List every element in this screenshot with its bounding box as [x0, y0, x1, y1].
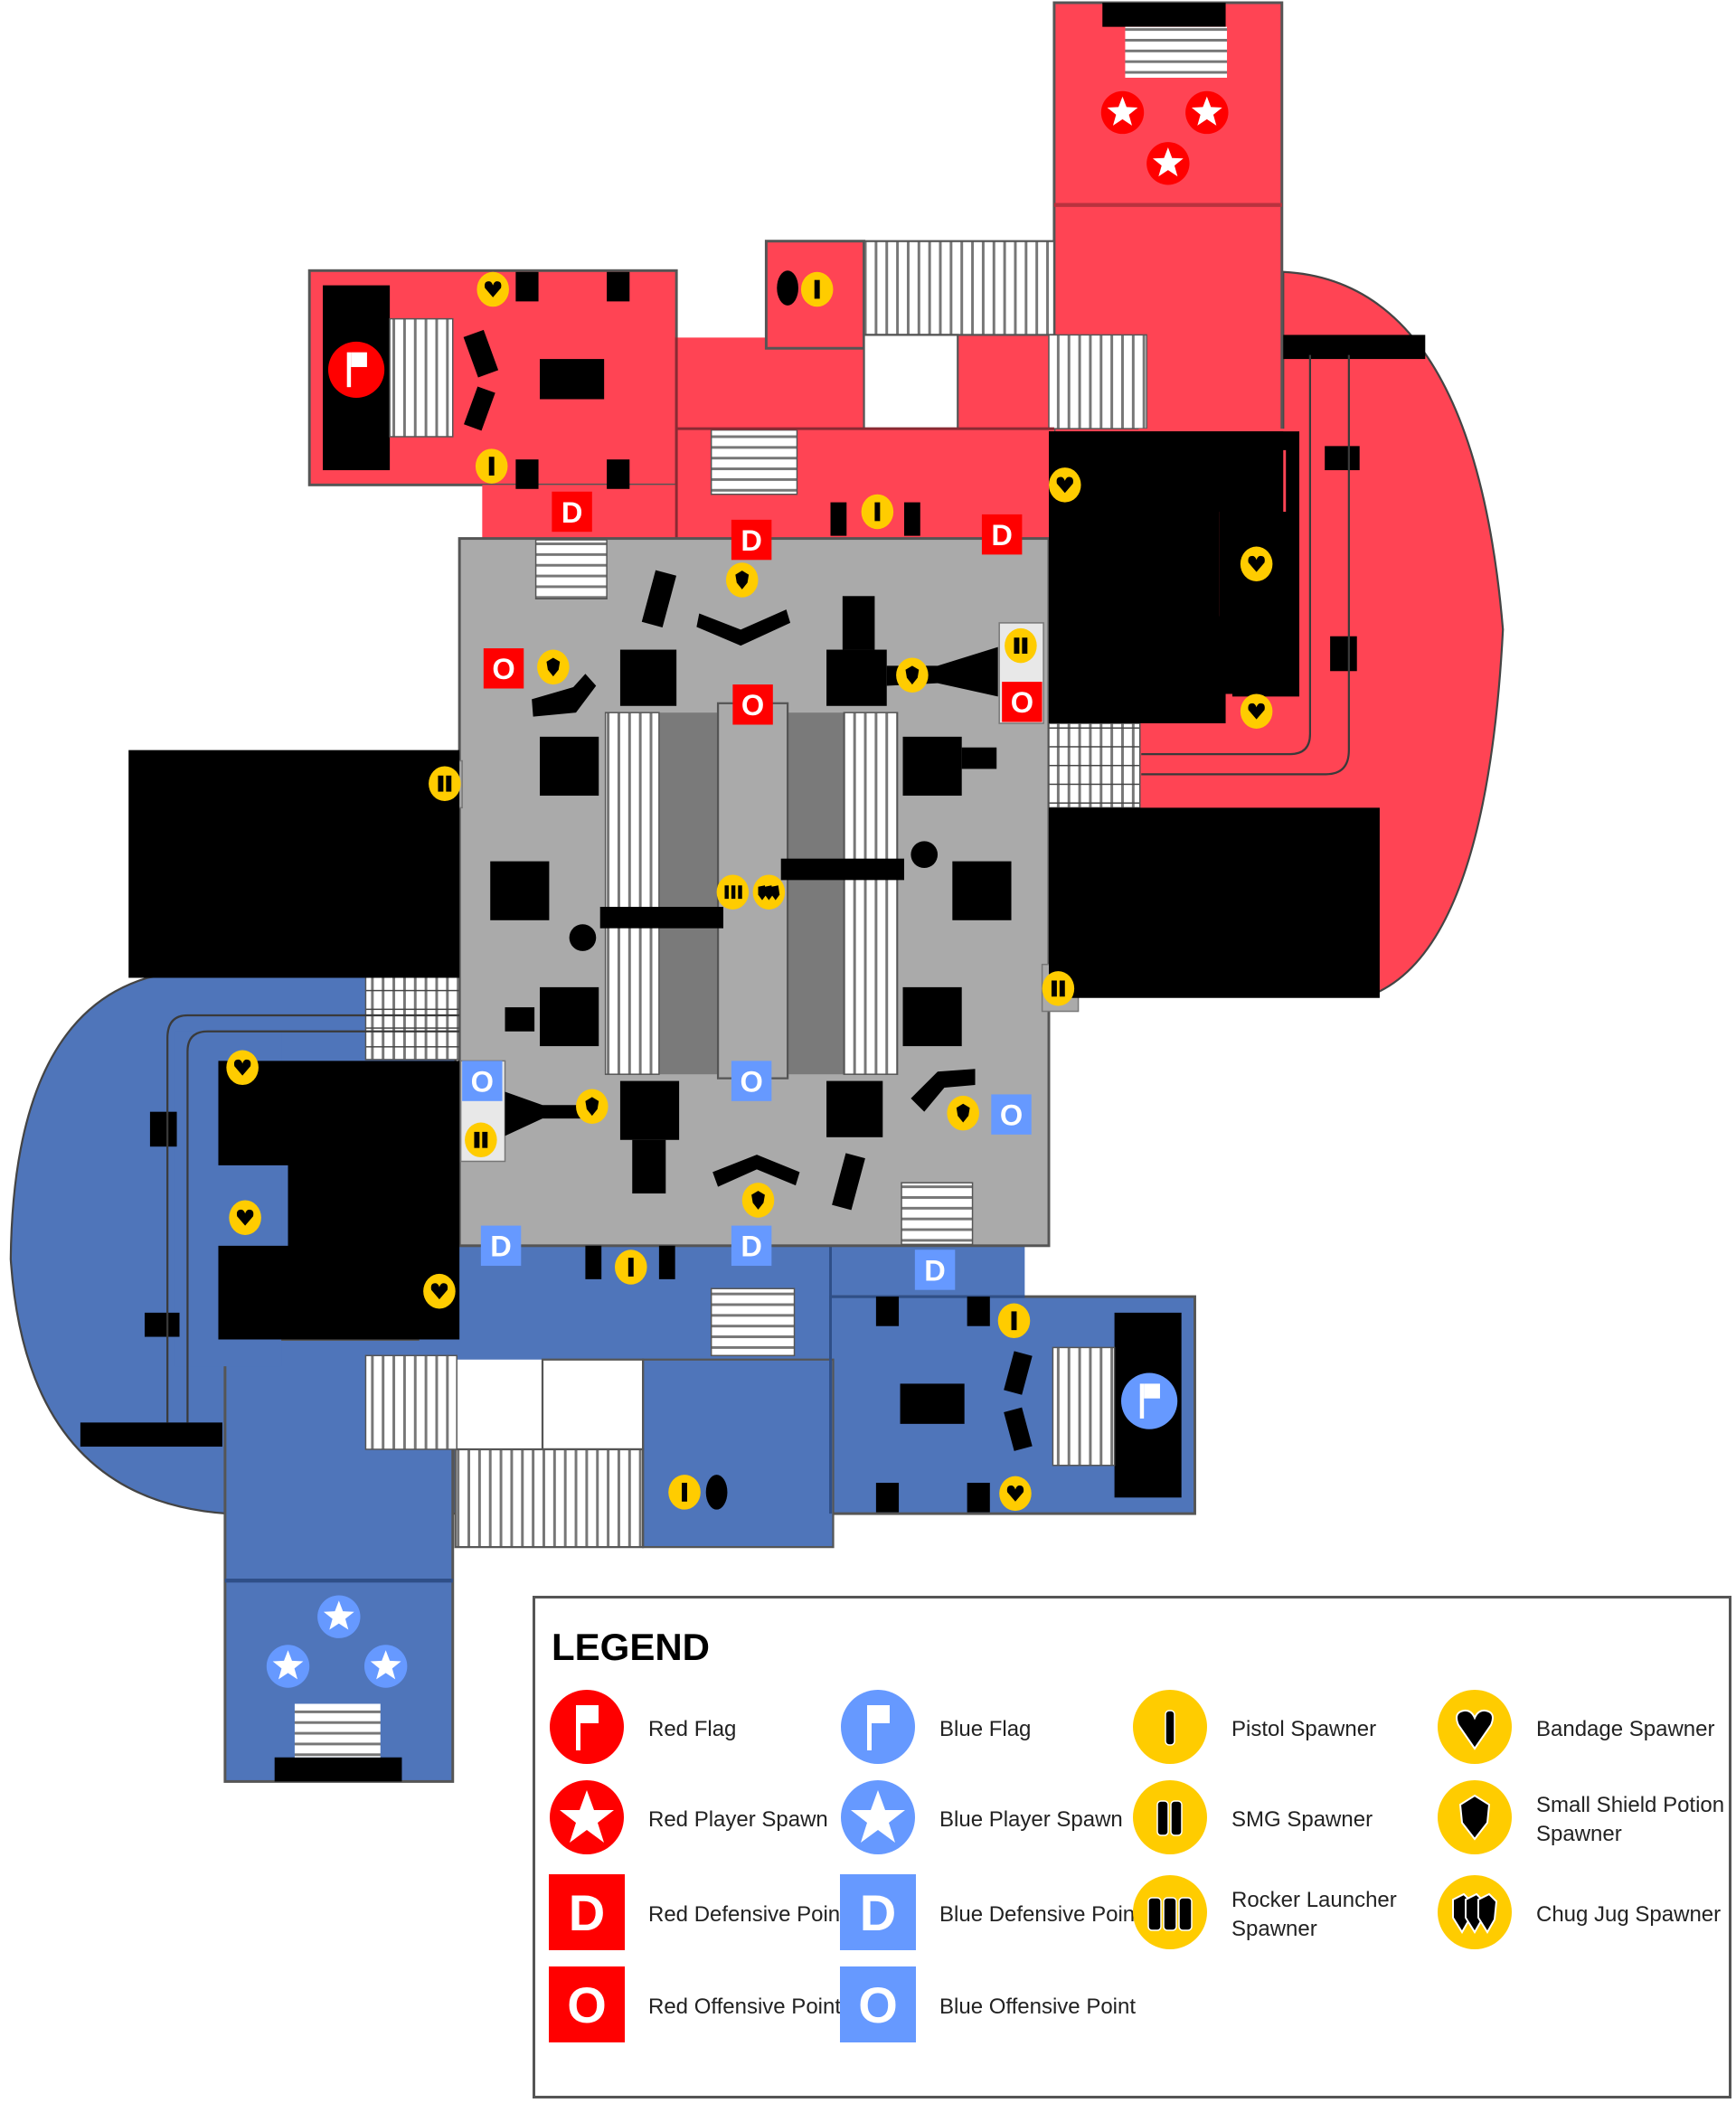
- blue-offensive-point-icon: O: [840, 1966, 916, 2042]
- red-player-spawn-icon: [550, 1780, 624, 1854]
- blue-offensive-point-icon: O: [462, 1061, 503, 1101]
- pistol-spawner-icon: [861, 494, 894, 530]
- blue-defensive-point-icon: D: [840, 1874, 916, 1950]
- svg-text:O: O: [858, 1976, 898, 2033]
- smg-spawner-icon: [1005, 627, 1037, 664]
- bandage-spawner-icon: [423, 1273, 456, 1309]
- red-defensive-point-icon: D: [549, 1874, 625, 1950]
- red-offensive-point-icon: O: [549, 1966, 625, 2042]
- blue-player-spawn-icon: [317, 1595, 361, 1638]
- svg-text:D: D: [490, 1230, 512, 1263]
- svg-text:O: O: [567, 1976, 607, 2033]
- small-shield-potion-spawner-icon: [576, 1089, 609, 1124]
- blue-defensive-point-icon: D: [914, 1250, 956, 1290]
- rocket-launcher-spawner-icon: [1133, 1875, 1207, 1949]
- svg-text:D: D: [991, 518, 1013, 552]
- blue-defensive-point-icon: D: [731, 1225, 772, 1267]
- corridor-lines: [166, 354, 1350, 1423]
- pistol-spawner-icon: [997, 1303, 1031, 1339]
- svg-text:D: D: [860, 1884, 896, 1941]
- small-shield-potion-spawner-icon: [1438, 1780, 1512, 1854]
- smg-spawner-icon: [1133, 1780, 1207, 1854]
- small-shield-potion-spawner-icon: [725, 562, 759, 598]
- map-markers: D D D D D D O O O O O O: [226, 90, 1273, 1688]
- red-defensive-point-icon: D: [552, 491, 592, 533]
- smg-spawner-icon: [465, 1122, 497, 1158]
- chug-jug-spawner-icon: [752, 874, 786, 910]
- bandage-spawner-icon: [1240, 546, 1273, 581]
- red-player-spawn-icon: [1100, 90, 1145, 135]
- walls: [80, 3, 1426, 1782]
- blue-player-spawn-icon: [266, 1645, 310, 1688]
- pistol-spawner-icon: [615, 1250, 647, 1285]
- rocket-launcher-spawner-icon: [716, 874, 750, 910]
- red-defensive-point-icon: D: [981, 514, 1023, 555]
- blue-player-spawn-icon: [841, 1780, 915, 1854]
- svg-text:O: O: [471, 1064, 494, 1098]
- pistol-spawner-icon: [1133, 1690, 1207, 1764]
- small-shield-potion-spawner-icon: [537, 649, 570, 685]
- small-shield-potion-spawner-icon: [896, 657, 929, 693]
- chug-jug-spawner-icon: [1438, 1875, 1512, 1949]
- svg-text:D: D: [569, 1884, 605, 1941]
- bandage-spawner-icon: [226, 1050, 259, 1086]
- blue-flag-icon: [841, 1690, 915, 1764]
- blue-flag-icon: [1121, 1372, 1178, 1429]
- small-shield-potion-spawner-icon: [741, 1183, 775, 1218]
- svg-text:O: O: [492, 652, 514, 685]
- bandage-spawner-icon: [1240, 693, 1273, 729]
- red-offensive-point-icon: O: [732, 684, 773, 725]
- bandage-spawner-icon: [1049, 467, 1081, 503]
- red-offensive-point-icon: O: [1002, 682, 1043, 722]
- red-flag-icon: [327, 341, 385, 399]
- red-player-spawn-icon: [1146, 142, 1190, 185]
- pistol-spawner-icon: [668, 1475, 701, 1510]
- svg-text:O: O: [1000, 1098, 1023, 1131]
- red-defensive-point-icon: D: [731, 519, 772, 561]
- svg-text:D: D: [561, 495, 583, 529]
- smg-spawner-icon: [1042, 971, 1075, 1006]
- legend-panel: LEGEND Red Flag Red Player Spawn D Red D…: [533, 1596, 1731, 2098]
- svg-text:O: O: [741, 688, 764, 721]
- pistol-spawner-icon: [800, 271, 834, 307]
- svg-text:D: D: [924, 1253, 946, 1287]
- red-offensive-point-icon: O: [483, 648, 524, 689]
- pistol-spawner-icon: [475, 448, 508, 484]
- svg-text:D: D: [741, 1230, 762, 1263]
- svg-text:O: O: [1011, 685, 1033, 719]
- red-player-spawn-icon: [1185, 90, 1229, 135]
- smg-spawner-icon: [429, 766, 461, 801]
- bandage-spawner-icon: [229, 1200, 261, 1235]
- legend-title: LEGEND: [552, 1626, 711, 1668]
- small-shield-potion-spawner-icon: [947, 1095, 979, 1131]
- blue-player-spawn-icon: [363, 1645, 408, 1688]
- bandage-spawner-icon: [999, 1476, 1032, 1512]
- svg-text:O: O: [740, 1064, 762, 1098]
- blue-offensive-point-icon: O: [731, 1061, 772, 1101]
- bandage-spawner-icon: [476, 271, 509, 307]
- svg-text:D: D: [741, 523, 762, 557]
- blue-defensive-point-icon: D: [480, 1225, 522, 1267]
- red-flag-icon: [550, 1690, 624, 1764]
- blue-offensive-point-icon: O: [991, 1094, 1032, 1135]
- bandage-spawner-icon: [1438, 1690, 1512, 1764]
